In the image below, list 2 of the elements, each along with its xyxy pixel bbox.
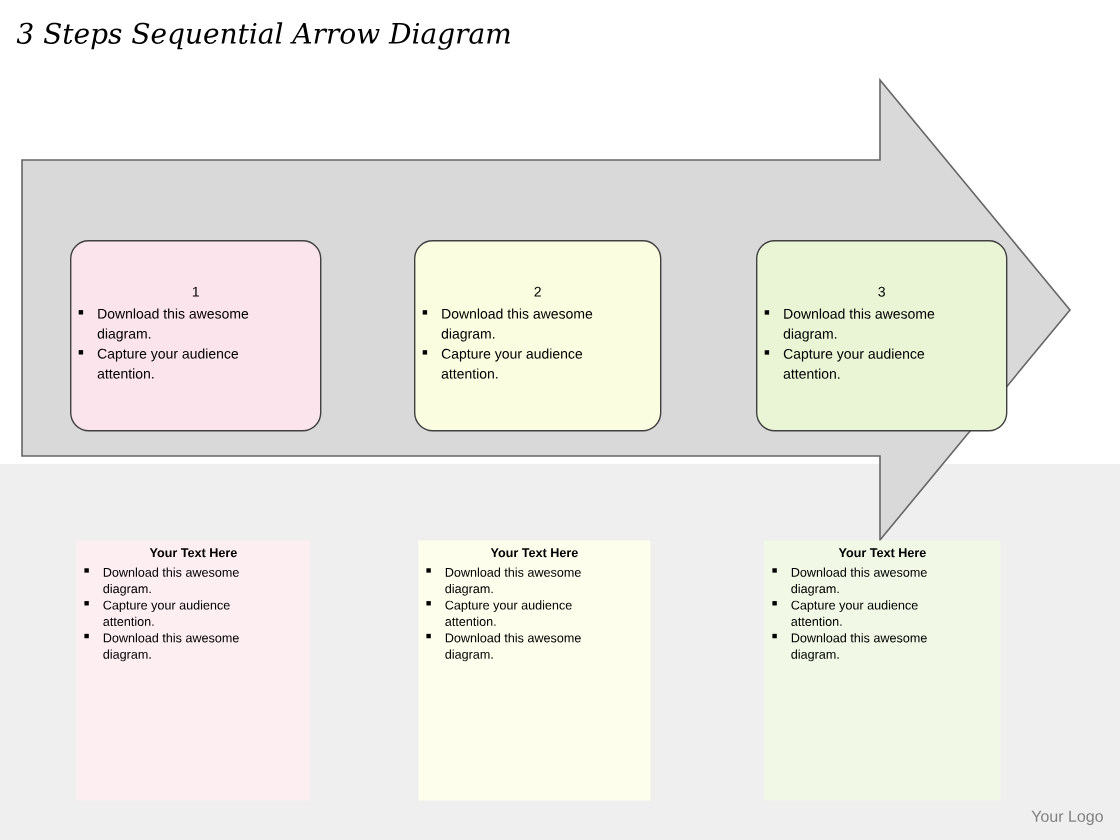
placeholder-text: Your Logo	[1031, 810, 1103, 826]
title: 3 Steps Sequential Arrow Diagram	[16, 22, 510, 50]
